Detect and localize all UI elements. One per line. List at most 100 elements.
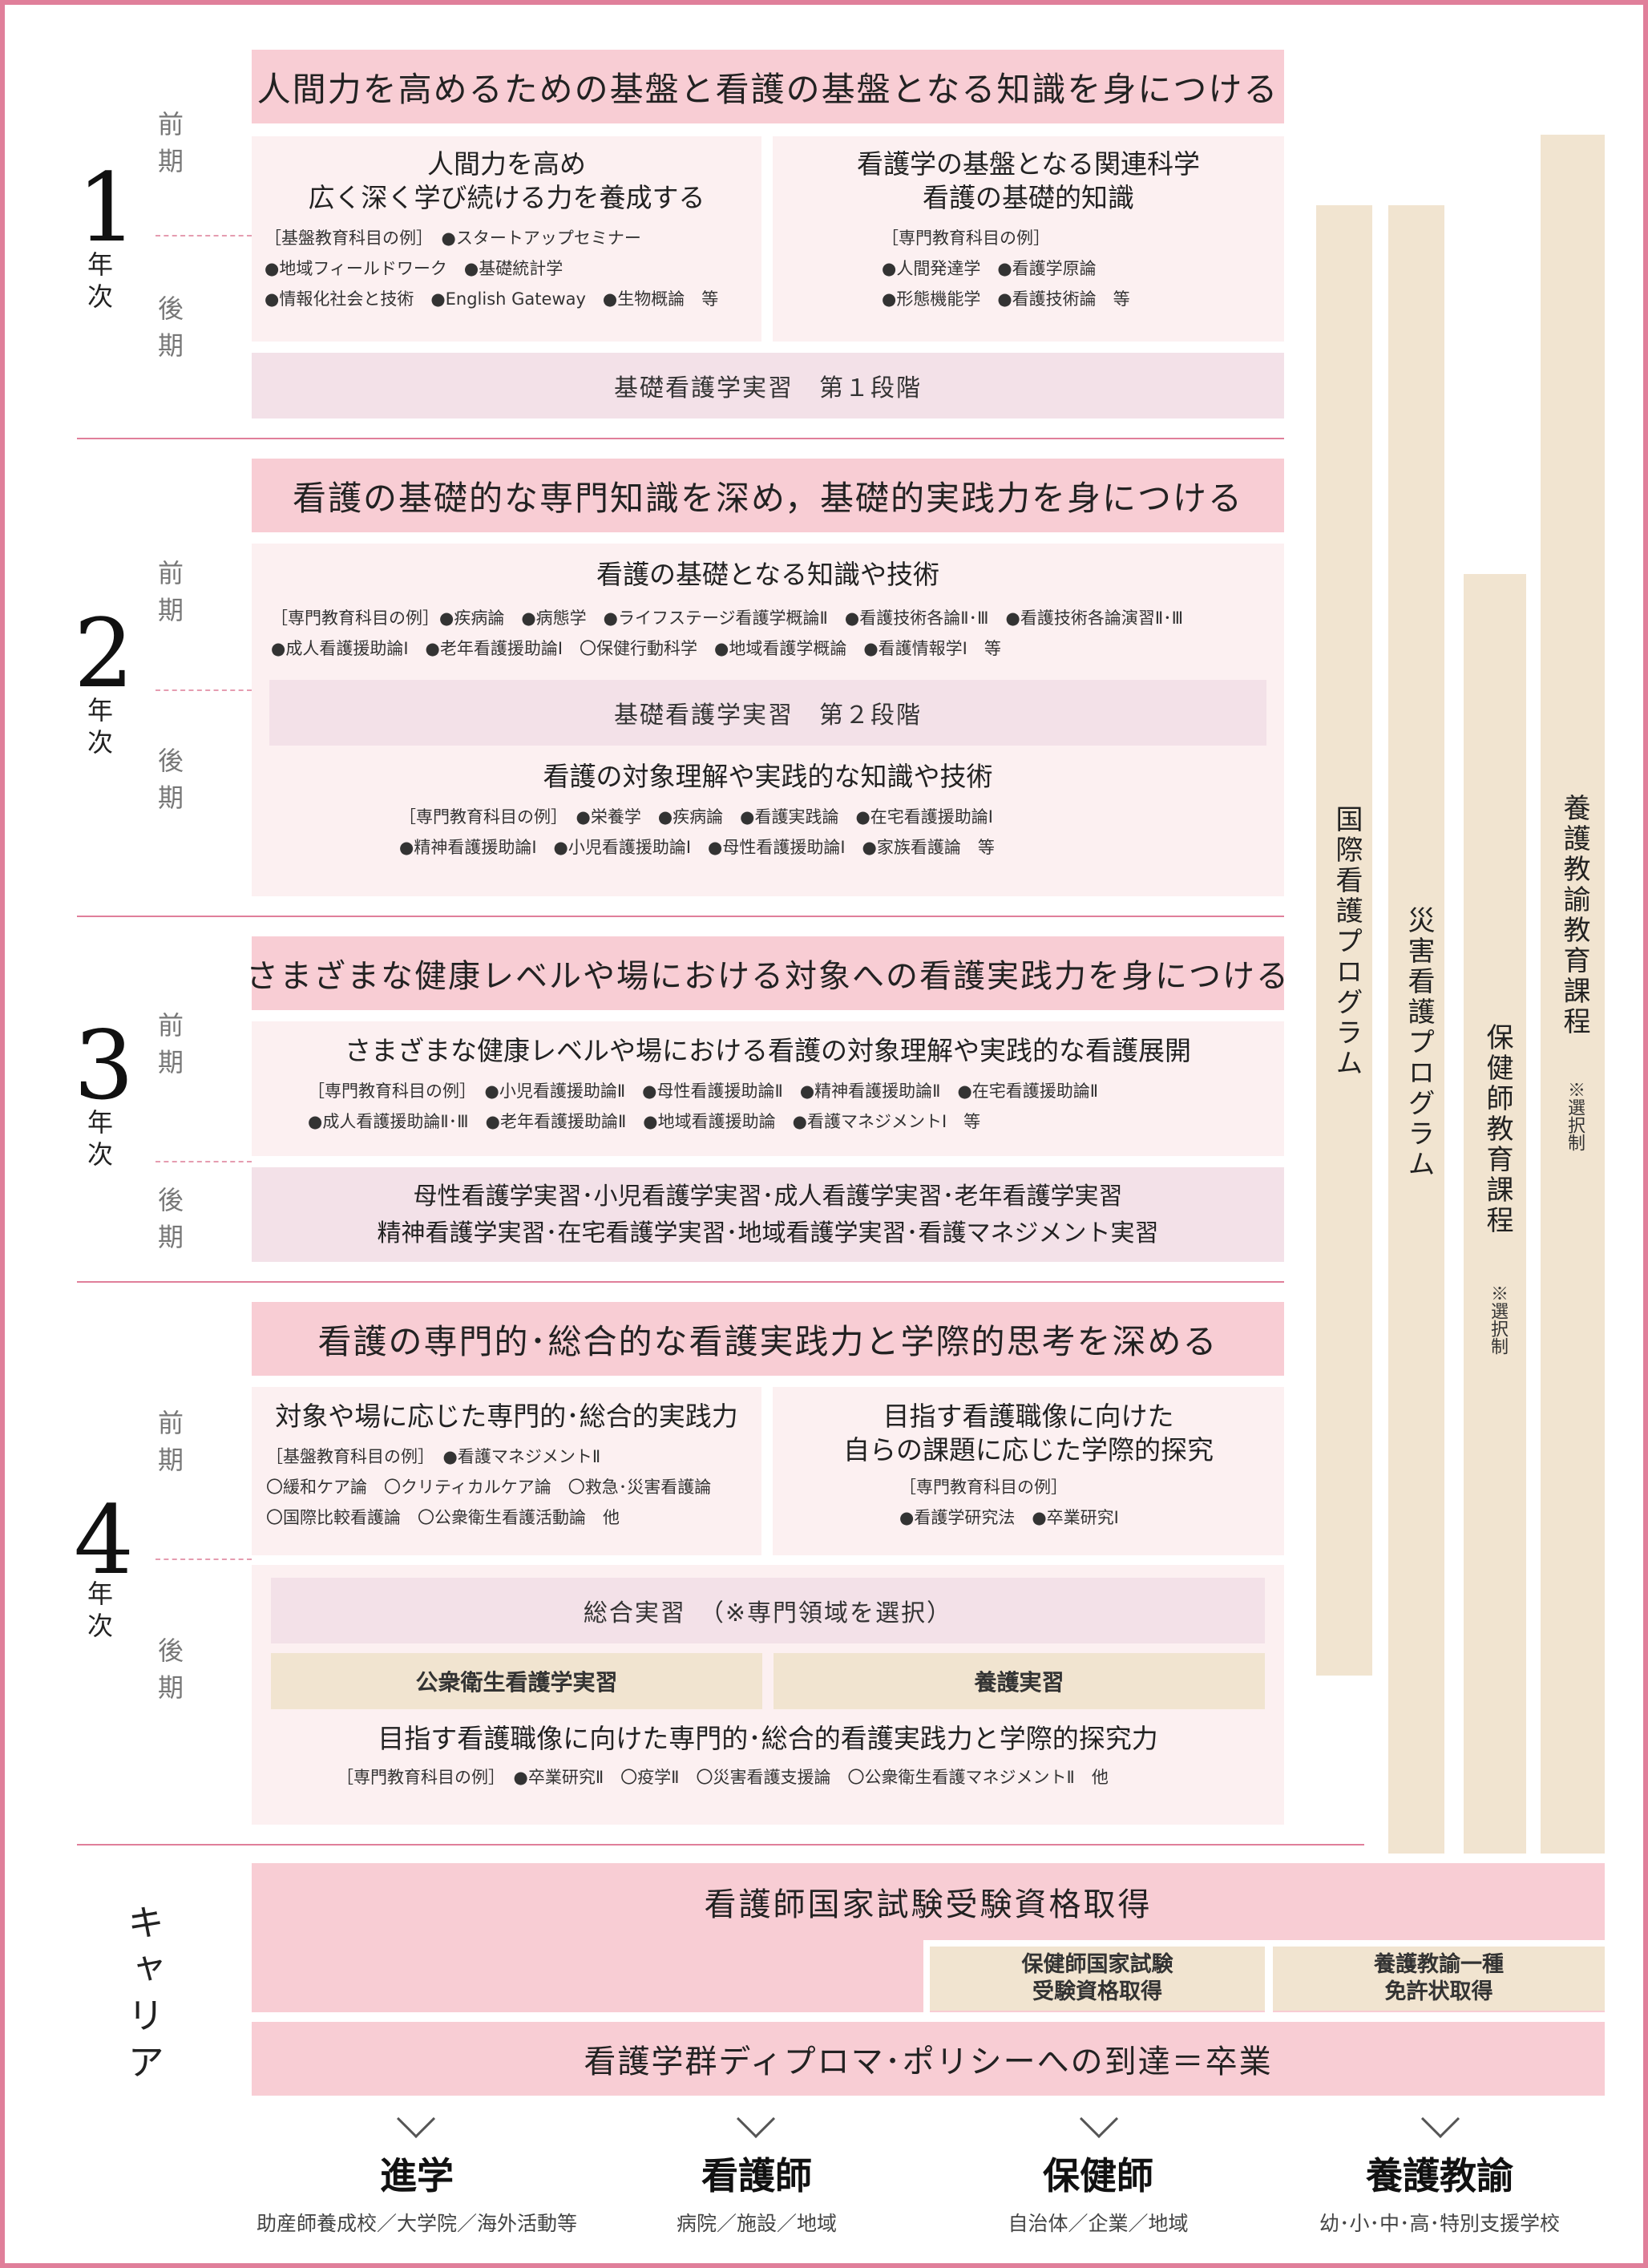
year-2-example-2a: ［専門教育科目の例］ ●栄養学 ●疾病論 ●看護実践論 ●在宅看護援助論Ⅰ <box>399 807 993 827</box>
year-3-header: さまざまな健康レベルや場における対象への看護実践力を身につける <box>246 936 1288 1010</box>
year-3-subtitle: さまざまな健康レベルや場における看護の対象理解や実践的な看護展開 <box>345 1035 1191 1066</box>
year-4-right-line-1: ［専門教育科目の例］ <box>899 1478 1068 1497</box>
year-3-nenji: 年次 <box>87 1107 113 1170</box>
year-1-number: 1 <box>77 152 138 263</box>
year-2-zenki: 前期 <box>157 558 184 625</box>
year-4-right-title-2: 自らの課題に応じた学際的探究 <box>843 1434 1214 1466</box>
year-4-subtitle: 目指す看護職像に向けた専門的･総合的看護実践力と学際的探究力 <box>378 1723 1158 1754</box>
year-4-right-panel: 目指す看護職像に向けた 自らの課題に応じた学際的探究 ［専門教育科目の例］ ●看… <box>773 1387 1284 1555</box>
program-bar-yogo: 養護教諭教育課程 ※選択制 <box>1541 135 1605 1854</box>
year-4-koki: 後期 <box>157 1635 184 1703</box>
year-2-example-1a: ［専門教育科目の例］●疾病論 ●病態学 ●ライフステージ看護学概論Ⅱ ●看護技術… <box>271 608 1184 628</box>
year-4-number: 4 <box>74 1485 135 1595</box>
year-4-yogo-practice: 養護実習 <box>774 1653 1265 1709</box>
year-2-practice: 基礎看護学実習 第２段階 <box>269 680 1266 746</box>
career-gap-mid <box>1265 1940 1273 2012</box>
year-1-right-title-2: 看護の基礎的知識 <box>923 182 1134 213</box>
destination-sub-2: 病院／施設／地域 <box>676 2212 837 2235</box>
year-1-right-line-2: ●人間発達学 ●看護学原論 <box>882 259 1097 278</box>
year-1-header: 人間力を高めるための基盤と看護の基盤となる知識を身につける <box>252 50 1284 123</box>
program-saigai-label: 災害看護プログラム <box>1403 906 1435 1180</box>
destination-sub-1: 助産師養成校／大学院／海外活動等 <box>256 2212 577 2235</box>
year-3-divider <box>156 1161 252 1162</box>
year-3-number: 3 <box>74 1010 135 1121</box>
year-1-left-title-1: 人間力を高め <box>427 148 586 180</box>
year-1-right-line-1: ［専門教育科目の例］ <box>882 228 1050 248</box>
career-gap-top <box>923 1940 1605 1947</box>
year-3-zenki: 前期 <box>157 1010 184 1077</box>
year-4-practice: 総合実習 （※専門領域を選択） <box>271 1578 1265 1643</box>
career-yogo-line-2: 免許状取得 <box>1384 1979 1493 2004</box>
year-3-practice: 母性看護学実習･小児看護学実習･成人看護学実習･老年看護学実習 精神看護学実習･… <box>252 1167 1284 1262</box>
year-1-left-line-2: ●地域フィールドワーク ●基礎統計学 <box>265 259 563 278</box>
year-4-example: ［専門教育科目の例］ ●卒業研究Ⅱ 〇疫学Ⅱ 〇災害看護支援論 〇公衆衛生看護マ… <box>337 1768 1109 1787</box>
destination-title-4: 養護教諭 <box>1366 2154 1513 2197</box>
career-main-text: 看護師国家試験受験資格取得 <box>704 1886 1153 1923</box>
year-4-header: 看護の専門的･総合的な看護実践力と学際的思考を深める <box>252 1302 1284 1376</box>
year-1-left-line-3: ●情報化社会と技術 ●English Gateway ●生物概論 等 <box>265 289 719 309</box>
year-4-lower-panel: 総合実習 （※専門領域を選択） 公衆衛生看護学実習 養護実習 目指す看護職像に向… <box>252 1565 1284 1825</box>
year-4-nenji: 年次 <box>87 1579 113 1641</box>
year-2-example-1b: ●成人看護援助論Ⅰ ●老年看護援助論Ⅰ 〇保健行動科学 ●地域看護学概論 ●看護… <box>271 639 1001 658</box>
year-4-public-health-practice: 公衆衛生看護学実習 <box>271 1653 762 1709</box>
year-4-left-line-2: 〇緩和ケア論 〇クリティカルケア論 〇救急･災害看護論 <box>266 1478 712 1497</box>
year-1-right-panel: 看護学の基盤となる関連科学 看護の基礎的知識 ［専門教育科目の例］ ●人間発達学… <box>773 136 1284 342</box>
year-4-left-panel: 対象や場に応じた専門的･総合的実践力 ［基盤教育科目の例］ ●看護マネジメントⅡ… <box>252 1387 761 1555</box>
year-1-left-panel: 人間力を高め 広く深く学び続ける力を養成する ［基盤教育科目の例］ ●スタートア… <box>252 136 761 342</box>
destination-title-3: 保健師 <box>1043 2154 1153 2197</box>
year-3-panel: さまざまな健康レベルや場における看護の対象理解や実践的な看護展開 ［専門教育科目… <box>252 1021 1284 1156</box>
career-yogo-box: 養護教諭一種 免許状取得 <box>1273 1947 1605 2011</box>
year-1-right-title-1: 看護学の基盤となる関連科学 <box>856 148 1200 180</box>
year-1-right-line-3: ●形態機能学 ●看護技術論 等 <box>882 289 1130 309</box>
year-1-left-line-1: ［基盤教育科目の例］ ●スタートアップセミナー <box>265 228 641 248</box>
career-label: キャリア <box>122 1903 165 2089</box>
year-1-zenki: 前期 <box>157 109 184 176</box>
career-hokenshi-line-1: 保健師国家試験 <box>1021 1952 1173 1977</box>
program-bar-kokusai: 国際看護プログラム <box>1316 205 1372 1676</box>
career-gap-left <box>923 1940 930 2012</box>
year-4-right-title-1: 目指す看護職像に向けた <box>883 1401 1174 1432</box>
year-4-divider <box>156 1558 252 1560</box>
destination-title-2: 看護師 <box>701 2154 812 2197</box>
year-1-koki: 後期 <box>157 293 184 361</box>
program-yogo-label: 養護教諭教育課程 <box>1558 794 1590 1037</box>
year-4-left-title: 対象や場に応じた専門的･総合的実践力 <box>275 1401 738 1432</box>
year-1-divider <box>156 235 252 237</box>
year-3-example-b: ●成人看護援助論Ⅱ･Ⅲ ●老年看護援助論Ⅱ ●地域看護援助論 ●看護マネジメント… <box>308 1112 981 1131</box>
year-3-practice-line-1: 母性看護学実習･小児看護学実習･成人看護学実習･老年看護学実習 <box>413 1183 1123 1211</box>
year-2-panel: 看護の基礎となる知識や技術 ［専門教育科目の例］●疾病論 ●病態学 ●ライフステ… <box>252 544 1284 896</box>
year-4-left-line-3: 〇国際比較看護論 〇公衆衛生看護活動論 他 <box>266 1508 620 1527</box>
year-4-separator <box>77 1844 1364 1846</box>
career-hokenshi-line-2: 受験資格取得 <box>1032 1979 1162 2004</box>
program-yogo-note: ※選択制 <box>1565 1081 1585 1151</box>
program-bar-saigai: 災害看護プログラム <box>1388 205 1444 1854</box>
program-hokenshi-note: ※選択制 <box>1488 1284 1508 1355</box>
year-4-left-line-1: ［基盤教育科目の例］ ●看護マネジメントⅡ <box>266 1447 601 1466</box>
year-3-separator <box>77 1281 1284 1283</box>
year-3-example-a: ［専門教育科目の例］ ●小児看護援助論Ⅱ ●母性看護援助論Ⅱ ●精神看護援助論Ⅱ… <box>308 1081 1099 1101</box>
year-2-example-2b: ●精神看護援助論Ⅰ ●小児看護援助論Ⅰ ●母性看護援助論Ⅰ ●家族看護論 等 <box>399 838 995 857</box>
year-1-left-title-2: 広く深く学び続ける力を養成する <box>308 182 705 213</box>
year-4-right-line-2: ●看護学研究法 ●卒業研究Ⅰ <box>899 1508 1119 1527</box>
year-2-subtitle-2: 看護の対象理解や実践的な知識や技術 <box>543 761 993 792</box>
year-2-subtitle-1: 看護の基礎となる知識や技術 <box>596 559 939 590</box>
year-1-separator <box>77 438 1284 439</box>
year-2-separator <box>77 916 1284 917</box>
year-4-zenki: 前期 <box>157 1408 184 1475</box>
year-3-practice-line-2: 精神看護学実習･在宅看護学実習･地域看護学実習･看護マネジメント実習 <box>377 1219 1159 1247</box>
destination-sub-3: 自治体／企業／地域 <box>1008 2212 1189 2235</box>
year-2-number: 2 <box>74 598 135 709</box>
program-kokusai-label: 国際看護プログラム <box>1331 805 1363 1079</box>
year-2-header: 看護の基礎的な専門知識を深め，基礎的実践力を身につける <box>252 459 1284 532</box>
destination-sub-4: 幼･小･中･高･特別支援学校 <box>1319 2212 1560 2235</box>
year-2-nenji: 年次 <box>87 695 113 758</box>
year-2-koki: 後期 <box>157 746 184 813</box>
year-2-divider <box>156 689 252 691</box>
graduation-box: 看護学群ディプロマ･ポリシーへの到達＝卒業 <box>252 2022 1605 2096</box>
program-bar-hokenshi: 保健師教育課程 ※選択制 <box>1464 574 1526 1854</box>
year-3-koki: 後期 <box>157 1185 184 1252</box>
year-1-practice: 基礎看護学実習 第１段階 <box>252 353 1284 418</box>
career-hokenshi-box: 保健師国家試験 受験資格取得 <box>930 1947 1265 2011</box>
destination-title-1: 進学 <box>380 2154 454 2197</box>
